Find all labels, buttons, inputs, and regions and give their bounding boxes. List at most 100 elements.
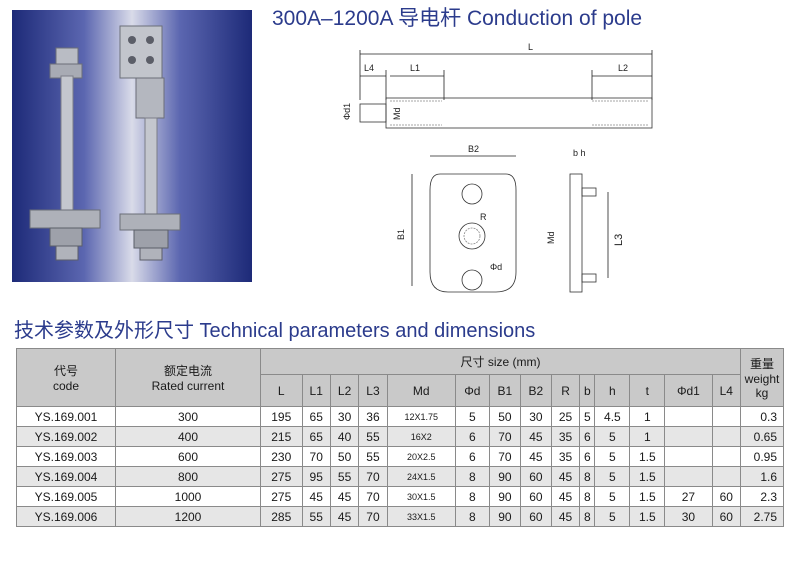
label-md-side: Md bbox=[546, 231, 556, 244]
table-cell: 55 bbox=[329, 466, 360, 487]
conduction-pole-photo bbox=[29, 25, 181, 261]
subheader-cell: L4 bbox=[711, 374, 742, 407]
table-cell: 30 bbox=[519, 406, 552, 427]
table-cell bbox=[711, 466, 742, 487]
table-cell: 30X1.5 bbox=[386, 486, 456, 507]
label-l2: L2 bbox=[618, 63, 628, 73]
table-cell: 5 bbox=[454, 406, 490, 427]
table-cell: 50 bbox=[488, 406, 521, 427]
table-cell: 45 bbox=[519, 426, 552, 447]
label-l4: L4 bbox=[364, 63, 374, 73]
table-cell: 55 bbox=[301, 506, 331, 527]
plate-outline bbox=[429, 173, 517, 293]
section-title: 技术参数及外形尺寸 Technical parameters and dimen… bbox=[14, 320, 536, 342]
table-cell: 8 bbox=[454, 506, 490, 527]
table-cell: 600 bbox=[115, 446, 261, 467]
table-cell: 60 bbox=[519, 486, 552, 507]
table-cell: YS.169.003 bbox=[16, 446, 116, 467]
table-cell: 70 bbox=[488, 426, 521, 447]
table-cell: 5 bbox=[579, 406, 596, 427]
header-rated-current: 额定电流 Rated current bbox=[115, 348, 261, 407]
table-cell: 70 bbox=[358, 486, 388, 507]
table-cell: 5 bbox=[594, 446, 631, 467]
table-cell: 215 bbox=[260, 426, 303, 447]
table-cell: 275 bbox=[260, 466, 303, 487]
table-cell: 8 bbox=[579, 466, 596, 487]
technical-drawing: L L4 L1 L2 Φd1 Md B2 B1 R Φd b h L3 Md bbox=[342, 42, 653, 293]
subheader-cell: Φd bbox=[454, 374, 490, 407]
table-cell: 6 bbox=[454, 426, 490, 447]
table-cell bbox=[664, 466, 713, 487]
subheader-cell: L2 bbox=[329, 374, 360, 407]
table-cell: 50 bbox=[329, 446, 360, 467]
table-cell: 6 bbox=[579, 426, 596, 447]
label-d: Φd bbox=[490, 262, 502, 272]
table-cell: 70 bbox=[488, 446, 521, 467]
subheader-cell: Md bbox=[386, 374, 456, 407]
label-l3: L3 bbox=[613, 234, 625, 246]
subheader-cell: Φd1 bbox=[664, 374, 713, 407]
table-cell: 45 bbox=[329, 506, 360, 527]
table-cell: 2.75 bbox=[740, 506, 784, 527]
table-cell: 8 bbox=[579, 486, 596, 507]
table-cell: YS.169.005 bbox=[16, 486, 116, 507]
table-cell: 45 bbox=[329, 486, 360, 507]
spec-table: 代号 code 额定电流 Rated current 尺寸 size (mm) … bbox=[16, 348, 784, 527]
table-cell: 6 bbox=[454, 446, 490, 467]
table-cell: 5 bbox=[594, 486, 631, 507]
table-cell: 45 bbox=[550, 486, 581, 507]
label-d1: Φd1 bbox=[342, 103, 352, 120]
table-cell: 45 bbox=[301, 486, 331, 507]
subheader-cell: L3 bbox=[358, 374, 388, 407]
table-cell: 1.5 bbox=[629, 466, 666, 487]
table-cell: 1.6 bbox=[740, 466, 784, 487]
table-cell: YS.169.006 bbox=[16, 506, 116, 527]
table-cell: 65 bbox=[301, 406, 331, 427]
table-cell: 1 bbox=[629, 426, 666, 447]
table-cell: 90 bbox=[488, 466, 521, 487]
table-cell: 1.5 bbox=[629, 506, 666, 527]
table-cell: 8 bbox=[454, 466, 490, 487]
rod-body bbox=[385, 97, 653, 129]
table-cell: 4.5 bbox=[594, 406, 631, 427]
table-cell: 230 bbox=[260, 446, 303, 467]
label-l: L bbox=[528, 42, 533, 52]
table-cell: 1 bbox=[629, 406, 666, 427]
product-photo bbox=[12, 10, 252, 282]
label-bh: b h bbox=[573, 148, 586, 158]
table-cell: 400 bbox=[115, 426, 261, 447]
table-cell bbox=[711, 406, 742, 427]
table-cell: 60 bbox=[711, 506, 742, 527]
table-cell: 45 bbox=[550, 466, 581, 487]
table-cell: YS.169.001 bbox=[16, 406, 116, 427]
table-cell: 27 bbox=[664, 486, 713, 507]
table-cell: 1.5 bbox=[629, 486, 666, 507]
table-cell: 95 bbox=[301, 466, 331, 487]
header-size: 尺寸 size (mm) bbox=[260, 348, 741, 375]
table-cell bbox=[664, 406, 713, 427]
table-cell: 35 bbox=[550, 426, 581, 447]
label-b2: B2 bbox=[468, 144, 479, 154]
label-r: R bbox=[480, 212, 487, 222]
table-cell: 195 bbox=[260, 406, 303, 427]
table-cell: 24X1.5 bbox=[386, 466, 456, 487]
label-l1: L1 bbox=[410, 63, 420, 73]
table-cell: 5 bbox=[594, 506, 631, 527]
table-cell: 300 bbox=[115, 406, 261, 427]
table-cell: 275 bbox=[260, 486, 303, 507]
table-cell: 5 bbox=[594, 426, 631, 447]
subheader-cell: R bbox=[550, 374, 581, 407]
table-cell: 40 bbox=[329, 426, 360, 447]
table-cell: 70 bbox=[358, 506, 388, 527]
table-cell: 0.65 bbox=[740, 426, 784, 447]
table-cell: 55 bbox=[358, 426, 388, 447]
table-cell: 90 bbox=[488, 486, 521, 507]
table-cell: YS.169.004 bbox=[16, 466, 116, 487]
table-cell: 55 bbox=[358, 446, 388, 467]
table-cell: 8 bbox=[579, 506, 596, 527]
table-cell bbox=[711, 446, 742, 467]
